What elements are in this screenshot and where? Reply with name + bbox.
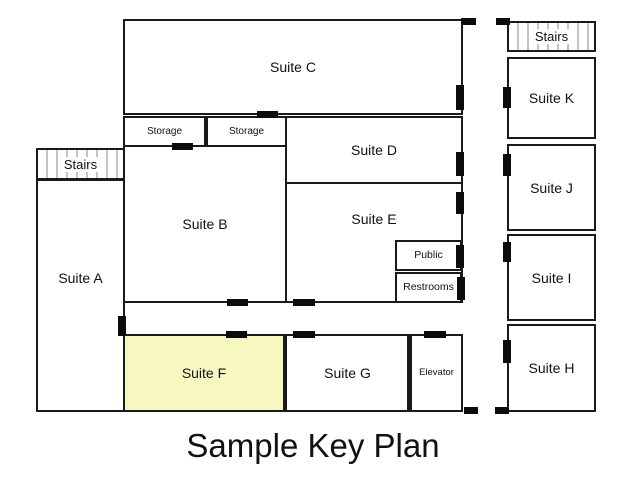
plan-title: Sample Key Plan — [186, 427, 440, 464]
door-marker — [257, 111, 278, 118]
door-marker — [456, 245, 464, 268]
match-line-dash — [495, 407, 509, 414]
door-marker — [456, 192, 464, 214]
room-storage-2: Storage — [206, 116, 287, 147]
room-suite-j: Suite J — [507, 144, 596, 231]
match-line-dash — [464, 407, 478, 414]
door-marker — [456, 152, 464, 176]
room-stairs-right: Stairs — [507, 21, 596, 52]
room-suite-c: Suite C — [123, 19, 463, 115]
room-suite-k: Suite K — [507, 57, 596, 139]
door-marker — [172, 143, 193, 150]
room-stairs-left: Stairs — [36, 148, 125, 180]
room-label: Suite K — [528, 90, 575, 106]
room-label: Suite F — [181, 365, 227, 381]
room-public-restrooms-lower: Restrooms — [395, 272, 462, 303]
room-suite-d: Suite D — [285, 116, 463, 184]
door-marker — [503, 87, 511, 108]
door-marker — [118, 316, 126, 336]
room-label: Suite B — [182, 216, 228, 232]
room-suite-i: Suite I — [507, 234, 596, 321]
door-marker — [424, 331, 446, 338]
room-label: Suite E — [351, 211, 397, 227]
room-suite-h: Suite H — [507, 324, 596, 412]
match-line-dash — [461, 18, 476, 25]
room-label: Suite C — [270, 59, 316, 75]
room-label: Suite H — [528, 360, 575, 376]
door-marker — [227, 299, 248, 306]
room-label: Stairs — [530, 29, 573, 44]
room-label: Elevator — [419, 367, 454, 379]
door-marker — [293, 331, 315, 338]
door-marker — [503, 242, 511, 262]
door-marker — [456, 85, 464, 110]
room-public-restrooms-upper: Public — [395, 240, 462, 271]
room-label: Suite D — [351, 142, 397, 158]
room-label: Suite J — [530, 179, 573, 196]
room-storage-1: Storage — [123, 116, 206, 147]
room-label: Storage — [228, 125, 265, 137]
door-marker — [457, 277, 465, 300]
room-label: Restrooms — [403, 281, 454, 294]
room-suite-b: Suite B — [123, 145, 287, 303]
room-label: Suite G — [324, 365, 371, 381]
room-label: Stairs — [59, 156, 102, 172]
door-marker — [293, 299, 315, 306]
room-elevator: Elevator — [407, 334, 463, 412]
door-marker — [503, 340, 511, 363]
match-line-dash — [496, 18, 510, 25]
room-label: Public — [414, 249, 443, 262]
door-marker — [503, 154, 511, 176]
room-suite-g: Suite G — [285, 334, 410, 412]
room-label: Suite A — [58, 269, 103, 286]
room-suite-f: Suite F — [123, 334, 287, 412]
door-marker — [226, 331, 247, 338]
room-label: Storage — [146, 125, 183, 137]
room-label: Suite I — [531, 269, 572, 286]
room-suite-a: Suite A — [36, 179, 125, 412]
